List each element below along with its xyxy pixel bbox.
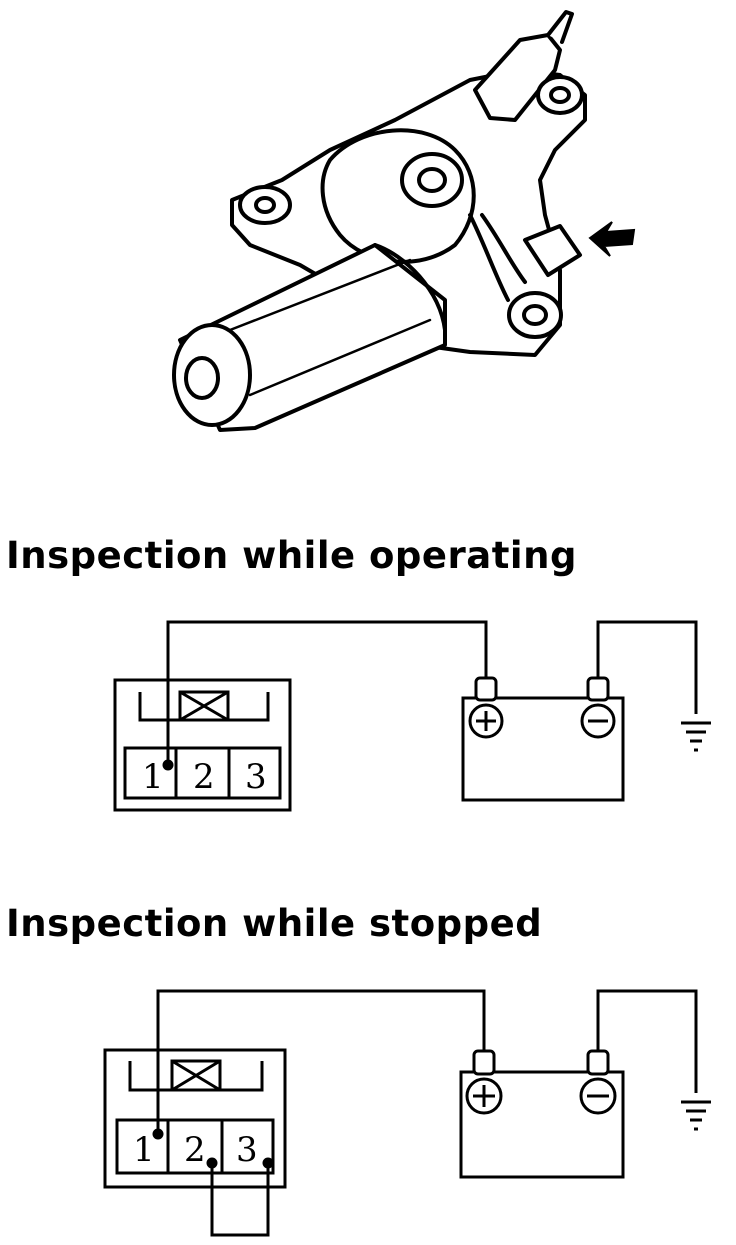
connector-stopped: 1 2 3: [103, 1048, 287, 1189]
ground-icon: [681, 1100, 711, 1131]
title-inspection-stopped: Inspection while stopped: [6, 902, 543, 945]
title-inspection-operating: Inspection while operating: [6, 534, 577, 577]
arrow-left-icon: [588, 221, 636, 257]
battery-operating: [461, 676, 625, 802]
diagram-operating: 1 2 3: [113, 620, 711, 812]
pin-1-label: 1: [133, 1130, 155, 1170]
pin-2-label: 2: [193, 757, 215, 797]
battery-stopped: [459, 1049, 625, 1179]
pin-2-label: 2: [184, 1130, 206, 1170]
ground-icon: [681, 721, 711, 752]
pin-3-label: 3: [245, 757, 267, 797]
pin-3-label: 3: [236, 1130, 258, 1170]
pin-1-label: 1: [142, 757, 164, 797]
diagram-stopped: 1 2 3: [103, 989, 711, 1237]
wiper-motor-illustration: [172, 10, 636, 432]
connector-operating: 1 2 3: [113, 678, 292, 812]
